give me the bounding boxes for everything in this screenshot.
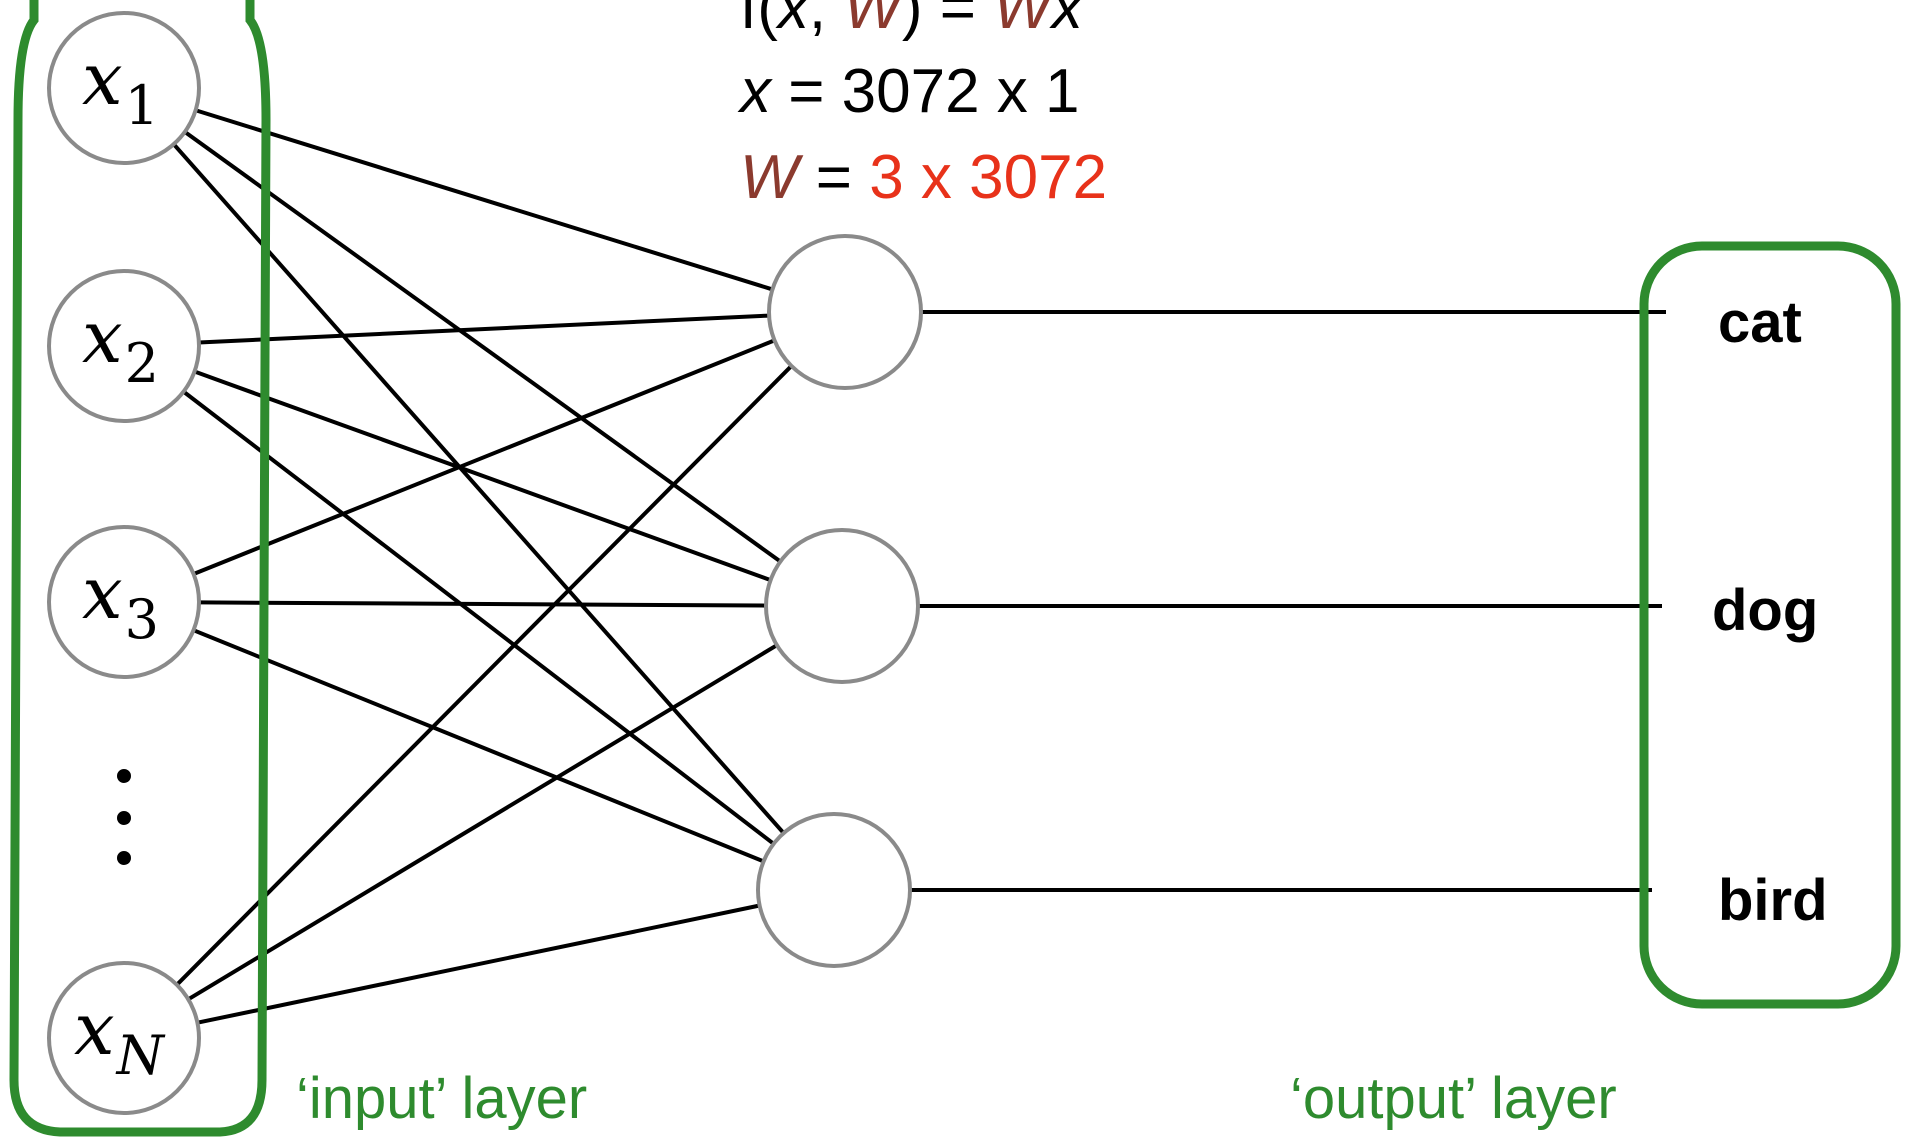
formula-line-3: W = 3 x 3072 [740,143,1107,212]
edge-input4-output2 [187,643,778,1002]
input-node-label: x1 [82,37,159,137]
input-node-label: x3 [82,551,159,651]
edge-input1-output3 [172,142,786,835]
ellipsis-dots [117,769,131,865]
edge-input3-output1 [192,338,776,576]
input-node-x1: x1 [47,11,201,165]
input-node-x2: x2 [47,269,201,423]
edge-input1-output2 [183,130,782,564]
input-node-x3: x3 [47,525,201,679]
class-label-dog: dog [1712,578,1818,643]
input-layer-outline [9,0,271,1137]
output-neuron-1 [767,234,923,390]
formula-block: f(x, W) = Wx x = 3072 x 1 W = 3 x 3072 [737,0,1107,212]
edge-input3-output2 [198,600,767,608]
input-node-label: x2 [82,295,159,395]
formula-line-1: f(x, W) = Wx [740,0,1085,42]
input-node-xN: xN [47,961,201,1115]
edge-input2-output2 [193,369,772,583]
edge-input2-output1 [198,313,770,345]
class-label-cat: cat [1718,290,1802,355]
edge-input1-output1 [195,108,774,292]
formula-line-2: x = 3072 x 1 [737,57,1080,126]
output-neuron-2 [764,528,920,684]
edge-input4-output1 [175,364,793,987]
input-layer-label: ‘input’ layer [296,1066,587,1131]
edge-input2-output3 [182,390,775,846]
class-label-bird: bird [1718,868,1828,933]
output-layer-outline [1639,241,1901,1009]
connection-edges [172,108,1666,1025]
input-node-label: xN [74,987,166,1087]
output-neuron-3 [756,812,912,968]
output-layer-label: ‘output’ layer [1290,1066,1617,1131]
edge-input4-output3 [197,903,761,1025]
edge-input3-output3 [192,628,765,864]
